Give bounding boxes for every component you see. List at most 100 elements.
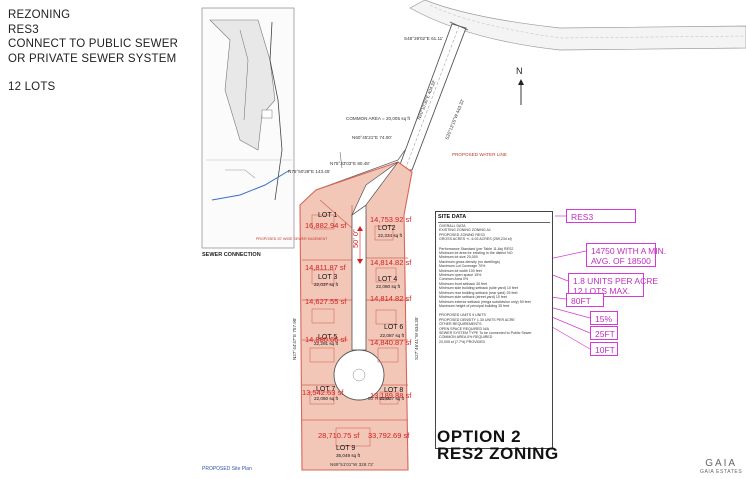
lot-8-area: 22,057 sq ft — [380, 396, 405, 401]
sewer-inset-map — [201, 7, 295, 249]
bearing-mid: N60°45'21"E 74.00' — [352, 135, 392, 140]
site-data-row: Minimum lot size 20,000 — [439, 255, 478, 260]
lots-block — [299, 161, 413, 471]
site-data-row: Performance Standard (per Table 11.8a) R… — [439, 246, 514, 251]
site-data-row: Maximum height of principal building 35 … — [439, 303, 510, 308]
lot-3-name: LOT 3 — [318, 274, 337, 281]
site-data-row: PROPOSED ZONING RES3 — [439, 232, 485, 237]
lot-3-area: 22,037 sq ft — [314, 282, 339, 287]
red-area-1: 14,753.92 sf — [370, 215, 412, 224]
site-data-row: Minimum exterior setback (mega subdivisi… — [439, 299, 531, 304]
bearing-left-2: N75°33'03"E 80.48' — [330, 161, 370, 166]
inset-note: PROPOSED 20' WIDE SEWER EASEMENT — [256, 237, 328, 241]
option-line-2: RES2 ZONING — [437, 444, 559, 463]
red-area-8: 13,542.63 sf — [302, 388, 344, 397]
site-data-row: SEWER SYSTEM TYPE To be connected to Pub… — [439, 330, 532, 335]
callout-25ft: 25FT — [590, 326, 618, 340]
water-line-label: PROPOSED WATER LINE — [452, 152, 507, 157]
logo-sub: GAIA ESTATES — [700, 469, 743, 475]
red-area-9: 13,189.88 sf — [370, 391, 412, 400]
site-data-row: PROPOSED DENSITY 1.30 UNITS PER ACRE — [439, 317, 515, 322]
header-line-sewer: CONNECT TO PUBLIC SEWER — [8, 38, 179, 50]
option-title: OPTION 2 RES2 ZONING — [437, 428, 559, 462]
site-data-row: Minimum front setback 30 feet — [439, 281, 488, 286]
site-data-row: 20,005 sf (7.7%) PROVIDED — [439, 339, 486, 344]
lot-2-area: 22,334 sq ft — [378, 233, 403, 238]
option-line-1: OPTION 2 — [437, 427, 522, 446]
lot-2-name: LOT2 — [378, 225, 396, 232]
lot-9-area: 35,049 sq ft — [336, 453, 361, 458]
site-data-row: PROPOSED UNITS 9 UNITS — [439, 313, 486, 318]
access-road — [397, 23, 467, 171]
road-width-label: 50' R.O.W. — [368, 396, 390, 401]
site-data-row: OVERALL DATA — [439, 224, 466, 228]
header-line-private: OR PRIVATE SEWER SYSTEM — [8, 52, 177, 65]
header-line-rezoning: REZONING — [8, 9, 71, 21]
callout-min-avg-line1: 14750 WITH A MIN. — [591, 246, 667, 256]
site-data-row: Maximum Lot Coverage 70% — [439, 264, 486, 269]
site-data-row: OPEN SPACE REQUIRED N/A — [439, 326, 490, 331]
site-data-row: Minimum open space 15% — [439, 273, 482, 278]
callout-min-avg: 14750 WITH A MIN. AVG. OF 18500 — [586, 243, 667, 267]
lot-1-name: LOT 1 — [318, 212, 337, 219]
lot-6-name: LOT 6 — [384, 324, 403, 331]
site-data-row: Minimum lot width 100 feet — [439, 268, 482, 273]
site-data-row: Common Area 0% — [439, 277, 469, 282]
callout-80ft: 80FT — [566, 293, 604, 307]
north-arrow-icon — [518, 79, 524, 105]
common-area-label: COMMON AREA = 20,005 sq ft — [346, 116, 411, 121]
lot-6-area: 22,087 sq ft — [380, 333, 405, 338]
lot-7-name: LOT 7 — [316, 386, 335, 393]
red-area-2: 14,811.87 sf — [305, 263, 347, 272]
bearing-west: N27°44'47"E 757.98' — [292, 318, 297, 360]
site-data-row: EXISTING ZONING ZONING A1 — [439, 228, 491, 233]
callout-res3: RES3 — [566, 209, 636, 223]
site-data-row: COMMON AREA 0% REQUIRED — [439, 335, 493, 340]
callout-units-line2: 12 LOTS MAX. — [573, 286, 631, 296]
inset-title: SEWER CONNECTION — [202, 252, 261, 258]
site-data-row: OTHER REQUIREMENTS — [439, 322, 482, 327]
lot-7-area: 22,060 sq ft — [314, 396, 339, 401]
site-data-row: Minimum side building setback (side yard… — [439, 286, 518, 291]
red-area-10: 28,710.75 sf — [318, 431, 360, 440]
bearing-road-2: S20°13'15"W 443.32' — [444, 98, 465, 140]
site-data-row: Minimum rear building setback (rear yard… — [439, 290, 518, 295]
callout-units-line1: 1.8 UNITS PER ACRE — [573, 276, 659, 286]
gaia-logo: GAIA GAIA ESTATES — [700, 458, 742, 475]
header-notes: REZONING RES3 CONNECT TO PUBLIC SEWER OR… — [8, 8, 208, 95]
lot-4-name: LOT 4 — [378, 276, 397, 283]
header-line-res3: RES3 — [8, 23, 39, 36]
red-dimension-50ft: 50' 0" — [351, 229, 360, 248]
header-line-lots: 12 LOTS — [8, 81, 56, 93]
site-data-row: Minimum side setback (street yard) 10 fe… — [439, 295, 507, 300]
site-data-row: Minimum lot area for existing in the dis… — [439, 251, 513, 256]
bearing-top: S48°39'02"E 61.11' — [404, 36, 443, 41]
site-data-row: Maximum gross density (no dwellings) — [439, 259, 500, 264]
bearing-left-1: N75°50'28"E 143.45' — [288, 169, 330, 174]
plan-label: PROPOSED Site Plan — [202, 466, 252, 472]
red-area-11: 33,792.69 sf — [368, 431, 410, 440]
existing-road-curve — [409, 0, 746, 51]
lot-9-name: LOT 9 — [336, 445, 355, 452]
lot-8-name: LOT 8 — [384, 387, 403, 394]
lot-5-name: LOT 5 — [318, 334, 337, 341]
bearing-south: N69°51'01"W 328.72' — [330, 462, 374, 467]
red-area-6: 14,840.87 sf — [370, 338, 412, 347]
lot-4-area: 22,080 sq ft — [376, 284, 401, 289]
lot-1-red-area: 16,882.94 sf — [305, 221, 347, 230]
callout-min-avg-line2: AVG. OF 18500 — [591, 256, 651, 266]
red-area-7: 14,880.66 sf — [305, 335, 347, 344]
red-area-5: 14,814.82 sf — [370, 294, 412, 303]
callout-10ft: 10FT — [590, 342, 618, 356]
logo-name: GAIA — [705, 458, 738, 469]
site-data-title: SITE DATA — [438, 214, 467, 220]
red-area-3: 14,814.82 sf — [370, 258, 412, 267]
lot-5-area: 22,291 sq ft — [314, 341, 339, 346]
bearing-east: S27°46'41"W 634.35' — [414, 317, 419, 360]
callout-15pct: 15% — [590, 311, 618, 325]
north-label: N — [516, 66, 523, 76]
site-data-row: GROSS ACRES +/- 6.92 ACRES (259,234 sf) — [439, 237, 512, 242]
